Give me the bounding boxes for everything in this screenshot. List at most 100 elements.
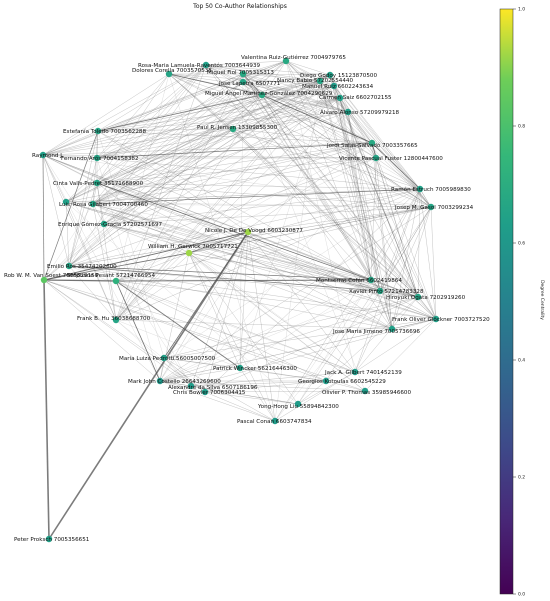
edge xyxy=(97,73,244,132)
edge xyxy=(68,94,263,267)
edge xyxy=(43,203,94,281)
edge xyxy=(92,130,99,205)
node-label-vallspedret: Cinta Valls-Pedret 35171688900 xyxy=(53,181,144,187)
edge xyxy=(274,290,381,422)
edge xyxy=(239,279,372,369)
edge xyxy=(42,154,192,387)
edge xyxy=(242,81,381,292)
node-label-dasilva: Alexandre da Silva 6507186196 xyxy=(168,385,258,391)
edge xyxy=(96,142,373,159)
node-luis xyxy=(62,198,70,206)
edge xyxy=(274,279,372,422)
edge xyxy=(115,319,192,387)
edge xyxy=(204,188,421,393)
node-kotoulas xyxy=(322,377,330,385)
edge xyxy=(375,157,419,298)
edge xyxy=(42,142,373,156)
edge xyxy=(115,252,190,282)
edge xyxy=(97,60,287,132)
edge xyxy=(391,318,437,330)
edge xyxy=(379,290,419,298)
edge xyxy=(42,154,372,281)
edge xyxy=(333,85,437,320)
edge xyxy=(68,80,321,267)
edge xyxy=(159,380,276,422)
edge xyxy=(96,182,421,190)
edge xyxy=(96,73,170,159)
edge xyxy=(188,252,381,292)
edge xyxy=(168,73,419,298)
edge xyxy=(239,367,276,422)
edge xyxy=(205,64,393,330)
edge xyxy=(232,94,263,130)
edge xyxy=(159,279,372,382)
node-jgilbert xyxy=(351,368,359,376)
colorbar-tick-label: 1.0 xyxy=(518,7,525,13)
edge xyxy=(92,85,335,205)
edge xyxy=(285,60,393,330)
edge xyxy=(65,201,381,292)
node-salvado xyxy=(368,139,376,147)
edge xyxy=(65,201,432,208)
edge xyxy=(168,73,349,113)
edge xyxy=(103,206,432,225)
edge xyxy=(97,74,331,132)
node-label-glockner: Frank Oliver Glöckner 7003727520 xyxy=(392,317,490,323)
edge xyxy=(92,188,421,205)
edge xyxy=(329,74,432,208)
node-alonso xyxy=(344,108,352,116)
node-pesant xyxy=(112,277,120,285)
edge xyxy=(242,73,321,82)
node-label-luis: Luis xyxy=(59,202,70,208)
edge xyxy=(239,74,331,369)
edge xyxy=(96,182,249,233)
edge xyxy=(391,188,421,330)
edge xyxy=(42,154,419,298)
edge xyxy=(103,74,331,225)
edge xyxy=(375,157,393,330)
edge xyxy=(168,73,373,144)
node-label-devoogd: Nicole J. De De Voogd 6603230877 xyxy=(205,228,303,234)
node-label-martinez: Miguel Ángel Martínez-González 700429062… xyxy=(205,90,333,97)
edge xyxy=(325,206,432,382)
edge xyxy=(97,97,341,132)
edge xyxy=(42,154,67,203)
edge xyxy=(242,73,372,281)
edge xyxy=(371,142,421,190)
node-estruch xyxy=(416,185,424,193)
edge xyxy=(204,231,249,393)
edge xyxy=(285,60,335,87)
node-gomezgracia xyxy=(100,220,108,228)
edge xyxy=(242,73,263,96)
edge xyxy=(168,73,276,422)
colorbar-tick-label: 0.2 xyxy=(518,475,525,481)
edge xyxy=(261,94,432,208)
edge xyxy=(96,85,335,159)
edge xyxy=(68,60,287,267)
node-pascual xyxy=(372,154,380,162)
edge xyxy=(92,203,432,208)
edge xyxy=(354,188,421,373)
node-bowler xyxy=(201,388,209,396)
edge xyxy=(163,357,327,382)
edge xyxy=(159,206,432,382)
edge xyxy=(68,265,117,321)
edge xyxy=(42,130,99,156)
node-costello xyxy=(156,377,164,385)
edge xyxy=(339,97,372,281)
edge xyxy=(325,380,366,392)
edge xyxy=(65,182,98,203)
edge xyxy=(163,231,249,359)
node-wincker xyxy=(236,364,244,372)
node-label-pascual: Vicente Pascual Fuster 12800447600 xyxy=(339,156,443,162)
edge xyxy=(333,85,432,208)
edge xyxy=(115,280,161,382)
node-gilbert xyxy=(89,200,97,208)
edge xyxy=(159,290,381,382)
edge xyxy=(354,318,437,373)
edge xyxy=(261,80,321,96)
edge xyxy=(364,318,437,392)
edge xyxy=(103,223,393,330)
edge xyxy=(188,231,249,254)
edge xyxy=(92,203,381,292)
